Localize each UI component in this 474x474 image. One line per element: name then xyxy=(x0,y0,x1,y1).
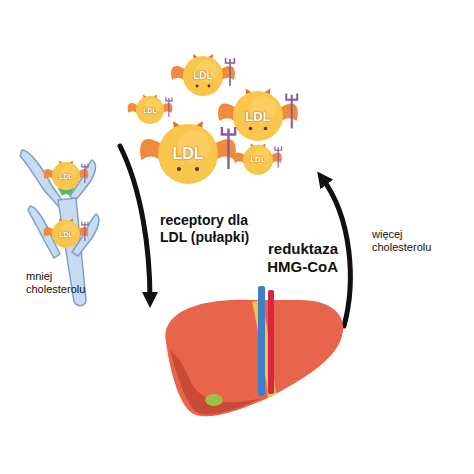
annotation: reduktaza HMG-CoA xyxy=(240,240,338,276)
liver xyxy=(165,286,343,416)
particle-label: LDL xyxy=(143,107,157,114)
particle-label: LDL xyxy=(250,156,266,164)
particle-label: LDL xyxy=(193,71,212,81)
ldl-particle: LDL xyxy=(52,162,80,190)
ldl-particle: LDL xyxy=(136,96,164,124)
particle-label: LDL xyxy=(245,110,270,123)
ldl-particle: LDL xyxy=(183,56,223,96)
cycle-arrow xyxy=(120,146,150,300)
particle-label: LDL xyxy=(59,231,73,238)
annotation: mniej cholesterolu xyxy=(26,270,106,296)
ldl-receptor xyxy=(20,150,99,306)
ldl-particle: LDL xyxy=(233,91,283,141)
particle-label: LDL xyxy=(59,173,73,180)
annotation: więcej cholesterolu xyxy=(372,228,452,254)
ldl-particle: LDL xyxy=(243,145,273,175)
particle-label: LDL xyxy=(172,146,203,162)
ldl-particle: LDL xyxy=(158,124,218,184)
annotation: receptory dla LDL (pułapki) xyxy=(160,212,260,246)
ldl-particle: LDL xyxy=(52,220,80,248)
